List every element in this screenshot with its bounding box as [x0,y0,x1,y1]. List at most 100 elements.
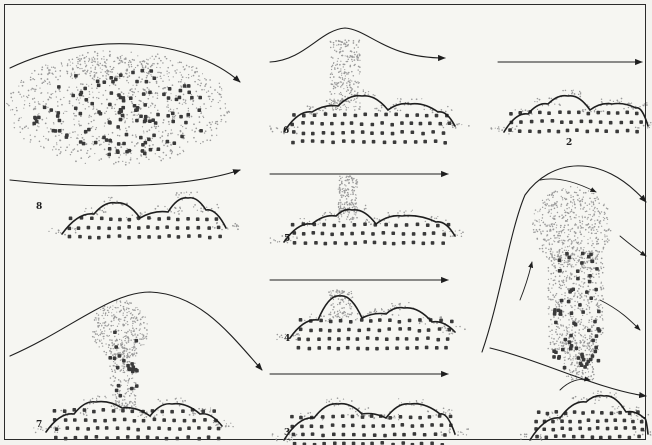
panel-large-stem-stipple [598,251,599,252]
panel-6-ridge-cell [362,140,366,144]
panel-6-ridge-cell [363,112,367,116]
panel-large-stem-stipple [553,338,555,340]
panel-8-stipple [224,115,225,116]
panel-8-ridge-stipple [197,210,198,211]
panel-7-stem-stipple [113,405,114,406]
panel-large-stem-stipple [601,311,603,313]
panel-large-stem-stipple [570,305,571,306]
panel-9-ridge-cell [623,419,627,423]
panel-8-stipple [91,121,93,123]
panel-3-ridge-stipple [326,402,327,403]
panel-6-ridge-cell [380,121,384,125]
panel-7-stem-stipple [112,354,114,356]
panel-7-ridge-stipple [104,396,106,398]
panel-large-head-stipple [604,234,605,235]
panel-8-ridge-cell [207,226,211,230]
panel-5-column-stipple [343,195,345,197]
panel-7-stem-stipple [129,378,130,379]
panel-4-ridge-stipple [352,297,353,298]
panel-8-stipple [140,100,142,102]
panel-7-ridge-cell [103,419,107,423]
panel-large-cell [578,303,582,307]
panel-6-ridge-cell [391,132,395,136]
panel-large-stem-stipple [591,319,592,320]
panel-8-stipple [180,72,181,73]
panel-8-stipple [131,91,132,92]
panel-8-stipple [96,127,97,128]
panel-8-plume-stipple [85,66,87,68]
panel-8-cell [57,85,61,89]
panel-8-stipple [55,111,57,113]
panel-8-stipple [21,80,22,81]
panel-8-cell [144,141,148,145]
panel-large-stem-stipple [552,257,553,258]
panel-6-column-stipple [336,102,338,104]
panel-5-ridge-stipple [398,217,400,219]
panel-large-foot-stipple [575,358,576,359]
panel-4-ridge-stipple [374,308,376,310]
panel-7-plume-stipple [108,344,110,346]
panel-8-stipple [95,129,96,130]
panel-3-ridge-stipple [368,415,370,417]
panel-8-stipple [64,111,65,112]
panel-7-plume-stipple [125,338,126,339]
panel-6-column-stipple [340,109,341,110]
panel-7-ridge-cell [76,427,80,431]
panel-large-stem-stipple [566,278,567,279]
panel-large-stem-stipple [548,326,550,328]
panel-9-ridge-stipple [526,433,528,435]
panel-7-ridge-cell [162,418,166,422]
panel-large-stem-stipple [585,326,586,327]
panel-9-ridge-stipple [598,400,599,401]
panel-4-bump-stipple [337,304,338,305]
panel-large-head-stipple [593,213,595,215]
panel-8-stipple [165,130,167,132]
panel-2-ridge-stipple [525,109,527,111]
panel-4-ridge-cell [398,327,402,331]
panel-large-cell [572,321,576,325]
panel-large-head-stipple [577,187,578,188]
panel-large-head-stipple [546,240,548,242]
panel-large-head-stipple [565,258,566,259]
panel-8-stipple [193,123,195,125]
panel-8-stipple [90,71,92,73]
panel-6-ridge-stipple [281,131,283,133]
panel-8-stipple [147,59,148,60]
panel-8-plume-stipple [157,63,159,65]
panel-8-stipple [149,129,151,131]
panel-large-stem-stipple [581,266,582,267]
panel-8-stipple [220,108,222,110]
panel-large-foot-stipple [593,374,595,376]
panel-large-head-stipple [583,196,584,197]
panel-7-plume-stipple [104,309,105,310]
panel-5-ridge-cell [422,242,426,246]
panel-8-stipple [92,136,93,137]
panel-8-stipple [68,87,69,88]
panel-4-bump-stipple [351,306,352,307]
panel-large-stem-stipple [583,299,585,301]
panel-large-head-stipple [556,231,558,233]
panel-8-stipple [31,89,32,90]
panel-8-stipple [43,101,44,102]
panel-large-head-stipple [570,186,571,187]
panel-large-foot-stipple [565,353,566,354]
panel-8-stipple [211,101,212,102]
panel-large-head-stipple [556,251,558,253]
panel-6-ridge-stipple [269,125,270,126]
panel-large-stem-stipple [554,296,556,298]
panel-6-column-stipple [354,59,356,61]
panel-7-plume-stipple [135,318,136,319]
panel-6-column-stipple [352,61,353,62]
panel-large-stem-stipple [552,284,554,286]
panel-7-stem-stipple [117,344,119,346]
panel-5-column-stipple [341,208,343,210]
panel-large-cell [553,310,557,314]
panel-7-plume-stipple [143,344,144,345]
panel-6-ridge-stipple [411,98,413,100]
panel-8-stipple [177,154,179,156]
panel-8-ridge-cell [176,218,180,222]
panel-5-column-stipple [350,176,351,177]
panel-7-ridge-stipple [225,426,227,428]
panel-7-ridge-stipple [157,410,158,411]
panel-8-stipple [132,121,133,122]
